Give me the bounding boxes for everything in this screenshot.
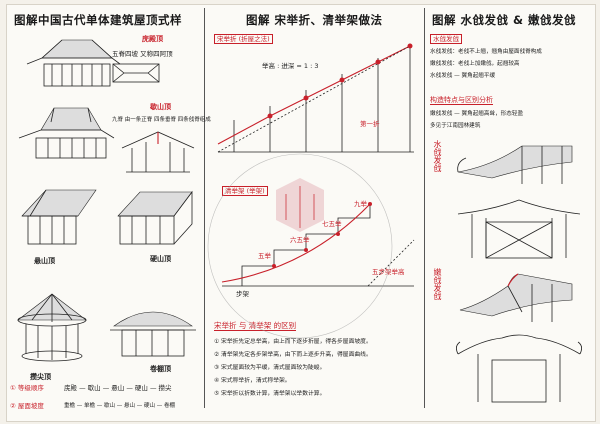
compare-item-2: ② 清举架先定各步架举高，由下而上逐步升高，得屋面曲线。 — [214, 352, 372, 358]
annotation-a1: 五举 — [258, 252, 271, 260]
label-cuanjian: 攒尖顶 — [30, 373, 51, 381]
wudian-plan-sketch — [112, 63, 160, 83]
section-qing-label: 清举架 (举架) — [222, 186, 268, 196]
side-label-shuiqiang: 水戗发戗 — [433, 140, 442, 172]
drawing-sheet — [6, 4, 596, 422]
pavilion-section-sketch — [457, 199, 581, 259]
left-panel-title: 图解中国古代单体建筑屋顶式样 — [14, 13, 182, 27]
right-note-4: 嫩戗发戗 — 翼角起翘高耸，形态轻盈 — [430, 111, 524, 117]
yingshan-roof-sketch — [117, 190, 193, 245]
xuanshan-roof-sketch — [21, 189, 97, 245]
side-label-nenqiang: 嫩戗发戗 — [433, 268, 442, 300]
label-yingshan: 硬山顶 — [150, 255, 171, 263]
annotation-a2: 六五举 — [290, 236, 310, 244]
right-note-1: 水戗发戗：老戗不上翘，翘角由屋面戗脊构成 — [430, 49, 542, 55]
note-wudian: 五脊四坡 又称四阿顶 — [112, 50, 173, 58]
watermark-logo — [207, 153, 393, 339]
xieshan-section-sketch — [121, 131, 195, 173]
xieshan-roof-sketch — [18, 107, 115, 159]
pavilion-section-sketch-2 — [456, 334, 582, 403]
annotation-a4: 九举 — [354, 200, 367, 208]
label-xieshan: 歇山顶 — [150, 103, 171, 111]
annotation-step: 步架 — [236, 290, 249, 298]
wudian-roof-sketch — [26, 39, 121, 87]
section-features-label: 构造特点与区别分析 — [430, 96, 493, 105]
qing-jujia-diagram — [221, 202, 415, 287]
panel-divider-left — [204, 8, 205, 408]
annotation-a3: 七五举 — [322, 220, 342, 228]
middle-panel-title: 图解 宋举折、清举架做法 — [246, 13, 383, 27]
right-panel-title: 图解 水戗发戗 & 嫩戗发戗 — [432, 13, 577, 27]
hierarchy-2-label: ② 屋面坡度 — [10, 402, 44, 410]
label-juanpeng: 卷棚顶 — [150, 365, 171, 373]
right-note-2: 嫩戗发戗：老戗上加嫩戗，起翘较高 — [430, 61, 520, 67]
annotation-ratio: 举高 : 进深 = 1 : 3 — [262, 62, 319, 70]
cuanjian-roof-sketch — [17, 293, 87, 362]
section-shuiqiang-label: 水戗发戗 — [430, 34, 462, 44]
hierarchy-1-text: 庑殿 — 歇山 — 悬山 — 硬山 — 攒尖 — [64, 384, 172, 392]
shuiqiang-corner-sketch — [457, 145, 573, 184]
hierarchy-2-text: 重檐 — 单檐 — 歇山 — 悬山 — 硬山 — 卷棚 — [64, 403, 175, 409]
juanpeng-roof-sketch — [110, 311, 196, 357]
annotation-zhe: 第一折 — [360, 120, 380, 128]
hierarchy-1-label: ① 等级顺序 — [10, 384, 44, 392]
song-juzhe-diagram — [217, 43, 414, 153]
right-note-3: 水戗发戗 — 翼角起翘平缓 — [430, 73, 496, 79]
note-xieshan: 九脊 由一条正脊 四条垂脊 四条戗脊组成 — [112, 117, 211, 123]
compare-item-5: ⑤ 宋举折以折数计算，清举架以举数计算。 — [214, 391, 326, 397]
label-wudian: 庑殿顶 — [142, 35, 163, 43]
compare-item-4: ④ 宋式称举折，清式称举架。 — [214, 378, 291, 384]
right-note-5: 多见于江南园林建筑 — [430, 123, 481, 129]
section-compare-label: 宋举折 与 清举架 的区别 — [214, 321, 297, 331]
section-song-label: 宋举折 (折屋之法) — [214, 34, 273, 44]
compare-item-1: ① 宋举折先定总举高，由上而下逐步折屋，得各步屋面坡度。 — [214, 339, 372, 345]
panel-divider-right — [424, 8, 425, 408]
label-xuanshan: 悬山顶 — [34, 257, 55, 265]
nenqiang-corner-sketch — [459, 273, 573, 322]
compare-item-3: ③ 宋式屋面较为平缓，清式屋面较为陡峻。 — [214, 365, 326, 371]
